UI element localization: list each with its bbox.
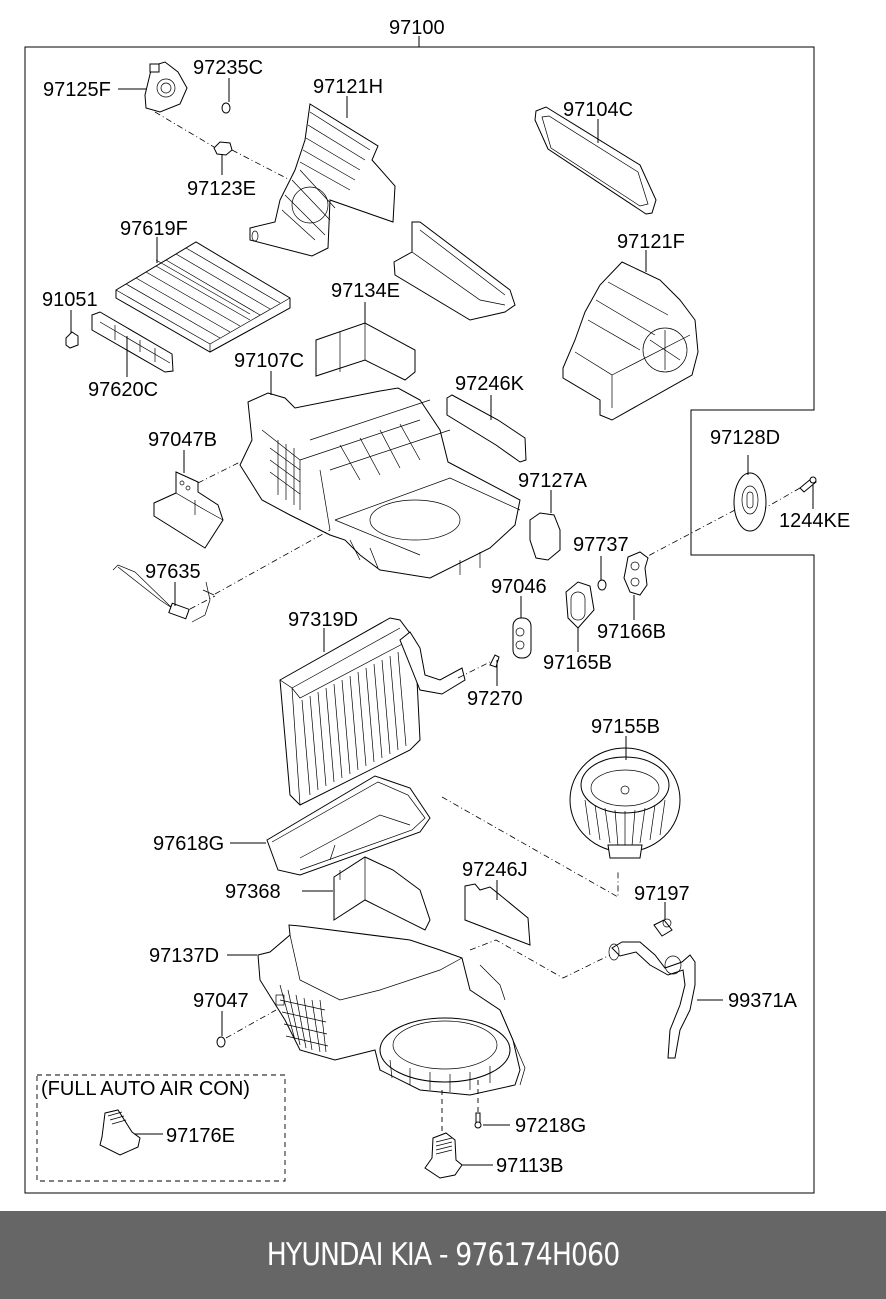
label-97047B: 97047B bbox=[148, 429, 217, 451]
label-97737: 97737 bbox=[573, 534, 629, 556]
label-97121F: 97121F bbox=[617, 231, 685, 253]
part-97047-nut[interactable] bbox=[216, 1036, 226, 1048]
label-97128D: 97128D bbox=[710, 427, 780, 449]
label-97246J: 97246J bbox=[462, 859, 528, 881]
part-97197-drain-fitting[interactable] bbox=[653, 918, 673, 937]
part-97104C-seal[interactable] bbox=[534, 106, 657, 215]
label-97368: 97368 bbox=[225, 881, 281, 903]
label-97319D: 97319D bbox=[288, 609, 358, 631]
part-97235C-nut[interactable] bbox=[221, 102, 231, 114]
note-box-label: (FULL AUTO AIR CON) bbox=[41, 1078, 250, 1100]
part-97107C-upper-case[interactable] bbox=[239, 387, 521, 579]
label-97155B: 97155B bbox=[591, 716, 660, 738]
part-97218G-screw[interactable] bbox=[474, 1112, 482, 1129]
part-97620C-filter-cover[interactable] bbox=[91, 311, 174, 373]
label-97046: 97046 bbox=[491, 576, 547, 598]
part-97246K-foam-strip[interactable] bbox=[446, 394, 527, 463]
part-97319D-evaporator-core[interactable] bbox=[279, 617, 466, 806]
label-97113B: 97113B bbox=[496, 1155, 563, 1177]
part-97128D-grommet[interactable] bbox=[733, 472, 767, 532]
footer-part-title: HYUNDAI KIA - 976174H060 bbox=[266, 1237, 621, 1273]
part-97134E-foam-pad[interactable] bbox=[315, 322, 416, 381]
label-1244KE: 1244KE bbox=[779, 510, 850, 532]
label-97047: 97047 bbox=[193, 990, 249, 1012]
part-97127A-pad[interactable] bbox=[529, 512, 561, 561]
label-97107C: 97107C bbox=[234, 350, 304, 372]
part-1244KE-screw[interactable] bbox=[799, 476, 817, 493]
part-97137D-lower-case[interactable] bbox=[257, 924, 526, 1096]
part-97737-o-ring[interactable] bbox=[597, 579, 607, 591]
part-97165B-gasket[interactable] bbox=[565, 581, 595, 629]
label-97635: 97635 bbox=[145, 561, 201, 583]
part-97619F-cabin-filter[interactable] bbox=[115, 241, 291, 353]
label-97620C: 97620C bbox=[88, 379, 158, 401]
part-97047B-bracket[interactable] bbox=[153, 471, 224, 549]
assembly-label: 97100 bbox=[389, 17, 445, 39]
part-97125F-actuator[interactable] bbox=[144, 61, 188, 113]
part-97176E-power-transistor[interactable] bbox=[99, 1109, 141, 1156]
part-97368-foam-block[interactable] bbox=[333, 856, 431, 931]
label-97246K: 97246K bbox=[455, 373, 525, 395]
part-97166B-expansion-valve-block[interactable] bbox=[623, 551, 649, 596]
label-91051: 91051 bbox=[42, 289, 98, 311]
label-97218G: 97218G bbox=[515, 1115, 586, 1137]
part-99371A-drain-hose[interactable] bbox=[608, 941, 696, 1059]
part-97270-screw[interactable] bbox=[489, 654, 500, 668]
label-97270: 97270 bbox=[467, 688, 523, 710]
part-97113B-blower-resistor[interactable] bbox=[424, 1132, 463, 1179]
label-97176E: 97176E bbox=[166, 1125, 235, 1147]
assembly-frame bbox=[24, 46, 815, 1194]
part-97618G-drain-tray[interactable] bbox=[266, 775, 431, 876]
label-97121H: 97121H bbox=[313, 76, 383, 98]
part-97246J-foam-pad[interactable] bbox=[464, 883, 531, 946]
label-97125F: 97125F bbox=[43, 79, 111, 101]
label-97137D: 97137D bbox=[149, 945, 219, 967]
part-97155B-blower-motor[interactable] bbox=[569, 747, 681, 859]
label-97127A: 97127A bbox=[518, 470, 588, 492]
label-97165B: 97165B bbox=[543, 652, 612, 674]
parts-diagram: 97100 97125F 97235C 97123E 97121H 97104C bbox=[24, 17, 850, 1194]
label-97619F: 97619F bbox=[120, 218, 188, 240]
part-mode-door[interactable] bbox=[393, 221, 516, 321]
part-97635-temperature-sensor[interactable] bbox=[112, 564, 215, 623]
label-97197: 97197 bbox=[634, 883, 690, 905]
part-97121F-intake-housing[interactable] bbox=[562, 261, 699, 421]
part-97121H-duct[interactable] bbox=[249, 103, 396, 257]
footer-banner: HYUNDAI KIA - 976174H060 bbox=[0, 1211, 886, 1299]
part-97046-gasket[interactable] bbox=[512, 617, 532, 659]
label-99371A: 99371A bbox=[728, 990, 798, 1012]
label-97618G: 97618G bbox=[153, 833, 224, 855]
label-97134E: 97134E bbox=[331, 280, 400, 302]
label-97104C: 97104C bbox=[563, 99, 633, 121]
label-97166B: 97166B bbox=[597, 621, 666, 643]
label-97123E: 97123E bbox=[187, 178, 256, 200]
part-97123E-clip[interactable] bbox=[213, 141, 233, 156]
label-97235C: 97235C bbox=[193, 57, 263, 79]
part-91051-clip[interactable] bbox=[65, 331, 79, 349]
full-auto-air-con-box bbox=[36, 1074, 286, 1182]
